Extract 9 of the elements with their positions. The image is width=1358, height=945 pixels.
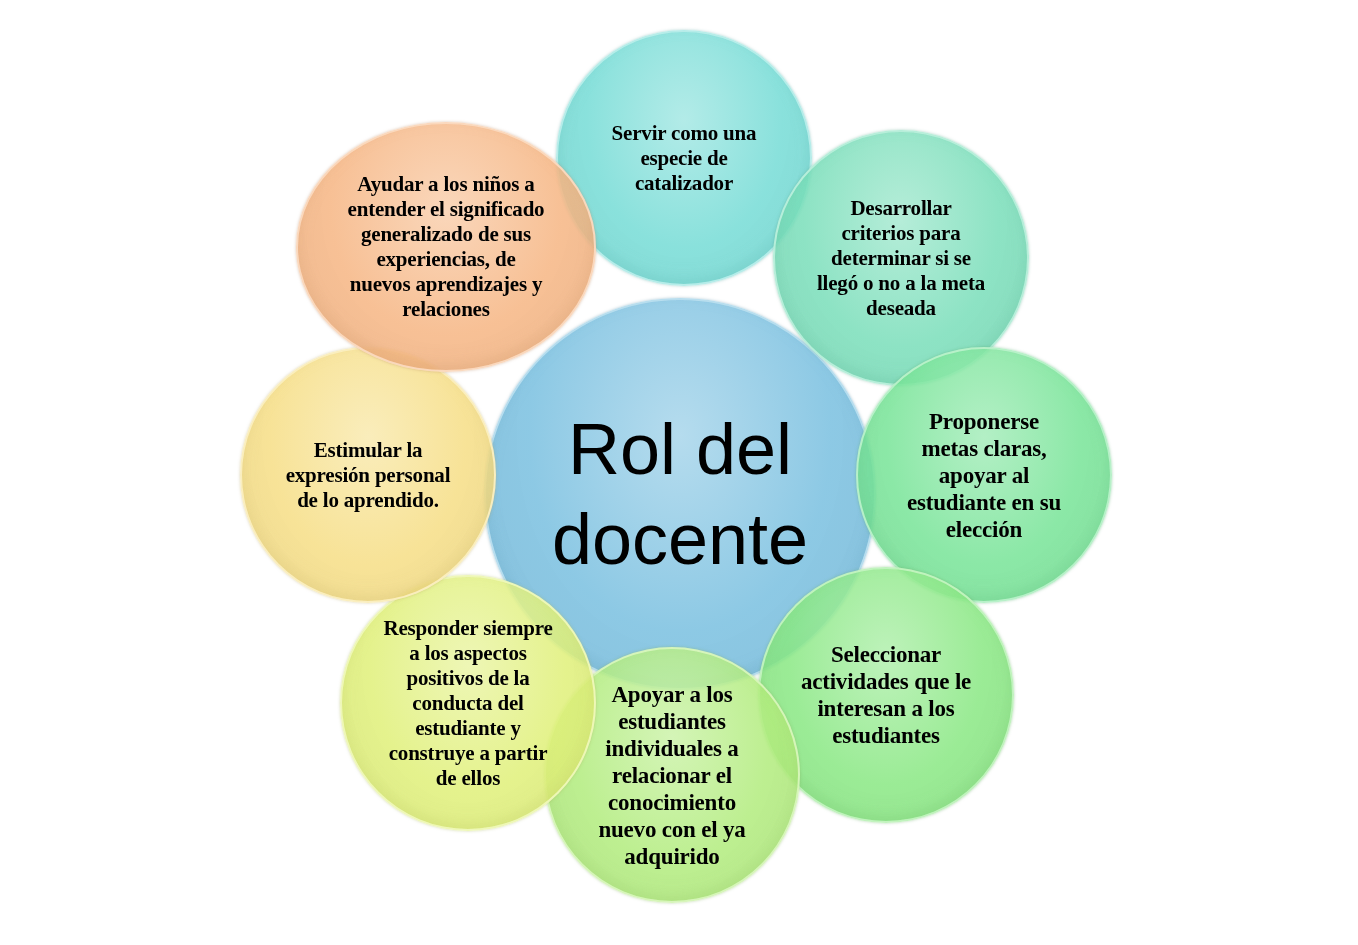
item-text: Estimular la expresión personal de lo aprendido. — [284, 437, 452, 513]
item-text: Servir como una especie de catalizador — [610, 120, 758, 196]
item-text: Ayudar a los niños a entender el significado generalizado de sus experiencias, de nuevos aprendizajes y relaciones — [346, 172, 546, 322]
item-text: Seleccionar actividades que le interesan a los estudiantes — [799, 641, 973, 749]
heading-text: Rol del docente — [550, 408, 810, 581]
item-text: Responder siempre a los aspectos positivos de la conducta del estudiante y construye a partir de ellos — [382, 615, 554, 791]
item-text: Desarrollar criterios para determinar si se llegó o no a la meta deseada — [815, 195, 987, 321]
item-text: Proponerse metas claras, apoyar al estudiante en su elección — [906, 407, 1062, 543]
item-text: Apoyar a los estudiantes individuales a relacionar el conocimiento nuevo con el ya adquirido — [597, 680, 747, 870]
